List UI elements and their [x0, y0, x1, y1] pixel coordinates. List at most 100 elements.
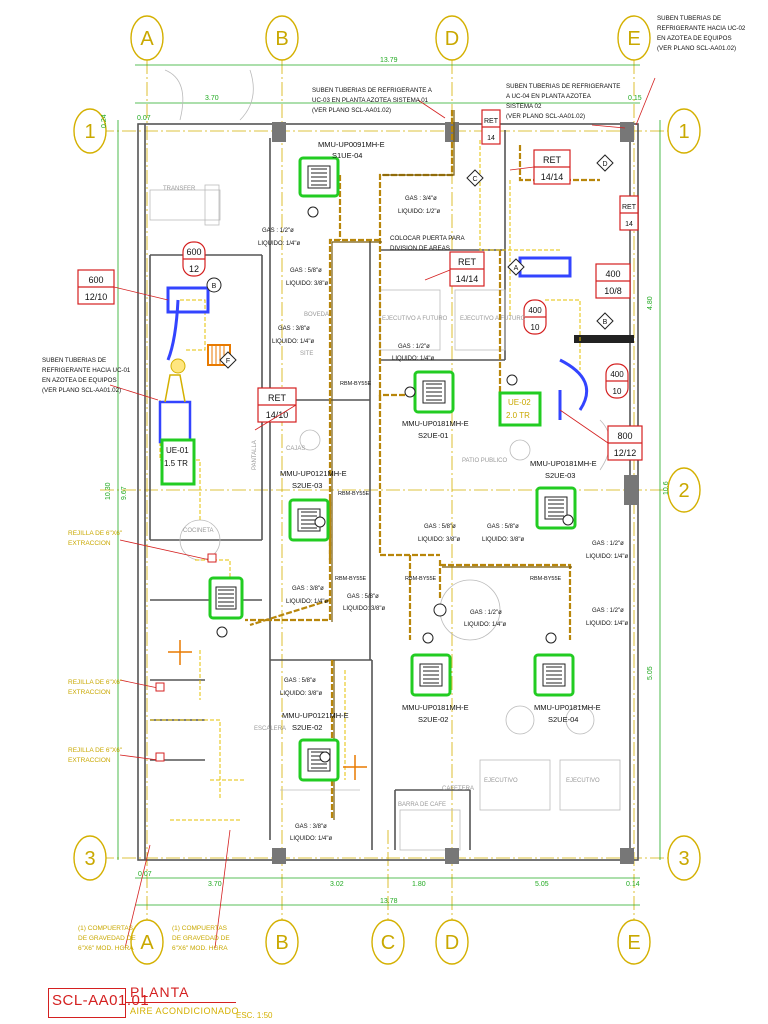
tag-600-bot: 12	[189, 264, 199, 274]
tag-ret1414a-top: RET	[543, 155, 562, 165]
thermostats	[216, 206, 574, 763]
room-transfer: TRANSFER	[163, 186, 196, 192]
note-uc01-3: EN AZOTEA DE EQUIPOS	[42, 377, 117, 384]
room-pantalla: PANTALLA	[252, 440, 258, 470]
grid-col-d-bot: D	[445, 932, 459, 954]
room-patio: PATIO PUBLICO	[462, 458, 507, 464]
grid-col-a-bot: A	[140, 932, 154, 954]
pipe-l14-a: LIQUIDO: 1/4"ø	[258, 241, 300, 247]
badge-b-left: B	[212, 283, 217, 290]
note-uc02-1: SUBEN TUBERIAS DE	[657, 15, 721, 22]
rejilla-1-a: REJILLA DE 6"X6"	[68, 530, 123, 537]
rbm-labels: RBM-BY55E RBM-BY55E RBM-BY55E RBM-BY55E …	[335, 381, 562, 582]
room-ejec-futuro-2: EJECUTIVO A FUTURO	[460, 316, 526, 322]
cassette-units	[208, 156, 577, 782]
refrigerant-piping-thin	[331, 110, 572, 820]
notes: SUBEN TUBERIAS DE REFRIGERANTE A UC-03 E…	[42, 15, 746, 394]
tag-ret1414a-bot: 14/14	[541, 172, 564, 182]
exhaust-arrows	[168, 640, 367, 780]
pipe-g34: GAS : 3/4"ø	[405, 196, 437, 202]
unit-1-tag: S1UE-04	[332, 151, 362, 160]
unit-7-tag: S2UE-04	[548, 715, 578, 724]
badge-f: F	[226, 358, 230, 365]
unit-4-model: MMU-UP0181MH-E	[530, 459, 597, 468]
equipment-labels: MMU-UP0091MH-E S1UE-04 MMU-UP0181MH-E S2…	[164, 140, 601, 732]
rbm-2: RBM-BY55E	[338, 491, 370, 497]
letter-badge-text: B F C D A B	[212, 161, 608, 365]
dim-bot-total: 13.78	[380, 898, 398, 905]
pipe-g58-a: GAS : 5/8"ø	[290, 268, 322, 274]
grid-col-a-top: A	[140, 28, 154, 50]
tag-400a-bot: 10	[531, 323, 540, 332]
ue-01-equipment	[158, 358, 196, 486]
dimension-texts: 13.79 3.70 0.15 0.24 0.07 10.30 9.67 4.8…	[101, 57, 670, 905]
grid-col-d-top: D	[445, 28, 459, 50]
note-uc04-2: A UC-04 EN PLANTA AZOTEA	[506, 93, 592, 100]
dim-left-top: 0.24	[101, 114, 108, 128]
room-site: SITE	[300, 351, 313, 357]
rbm-5: RBM-BY55E	[530, 576, 562, 582]
room-ejec-futuro-1: EJECUTIVO A FUTURO	[382, 316, 448, 322]
dim-right-low: 5.05	[647, 666, 654, 680]
cassette-s2ue-04	[533, 653, 575, 697]
grid-row-3-left: 3	[84, 848, 95, 870]
room-cocineta: COCINETA	[183, 528, 214, 534]
badge-c: C	[472, 176, 477, 183]
diffuser-orange	[207, 344, 231, 366]
comp1-2: DE GRAVEDAD DE	[78, 935, 136, 942]
room-ejecutivo-2: EJECUTIVO	[566, 778, 600, 784]
dim-top-a: 3.70	[205, 95, 219, 102]
pipe-g12-b: GAS : 1/2"ø	[398, 344, 430, 350]
leader-lines	[109, 77, 656, 949]
grid-col-c-bot: C	[381, 932, 395, 954]
dim-left-mid: 9.67	[121, 486, 128, 500]
dim-top-right: 0.15	[628, 95, 642, 102]
room-boveda: BOVEDA	[304, 312, 329, 318]
dimension-lines	[117, 64, 661, 906]
note-uc01-4: (VER PLANO SCL-AA01.02)	[42, 387, 121, 394]
unit-7-model: MMU-UP0181MH-E	[534, 703, 601, 712]
dim-bot-c: 3.02	[330, 881, 344, 888]
pipe-g12-d: GAS : 1/2"ø	[470, 610, 502, 616]
tag-400a-top: 400	[528, 306, 542, 315]
pipe-l38-d: LIQUIDO: 3/8"ø	[343, 606, 385, 612]
comp1-3: 6"X6" MOD. HGRA	[78, 945, 134, 952]
rejilla-markers	[155, 553, 217, 762]
unit-2-model: MMU-UP0181MH-E	[402, 419, 469, 428]
tag-800-bot: 12/12	[614, 448, 637, 458]
pipe-l14-c: LIQUIDO: 1/4"ø	[392, 356, 434, 362]
pipe-g38-b: GAS : 3/8"ø	[292, 586, 324, 592]
grid-col-b-top: B	[275, 28, 288, 50]
grid-col-e-top: E	[627, 28, 640, 50]
letter-badges	[206, 154, 614, 369]
ue01-cap: 1.5 TR	[164, 459, 188, 468]
cassette-s2ue-01	[413, 370, 455, 414]
note-puerta-2: DIVISION DE AREAS	[390, 245, 450, 252]
room-cafetera: CAFETERA	[442, 786, 474, 792]
note-uc02-3: EN AZOTEA DE EQUIPOS	[657, 35, 732, 42]
note-uc04-1: SUBEN TUBERIAS DE REFRIGERANTE	[506, 83, 620, 90]
unit-5-model: MMU-UP0121MH-E	[282, 711, 349, 720]
dim-left-total: 10.30	[105, 482, 112, 500]
pipe-l38-c: LIQUIDO: 3/8"ø	[482, 537, 524, 543]
tag-ret1414b-bot: 14/14	[456, 274, 479, 284]
unit-3-model: MMU-UP0121MH-E	[280, 469, 347, 478]
dim-bot-e: 5.05	[535, 881, 549, 888]
cassette-s2ue-02-left	[298, 738, 340, 782]
room-escalera: ESCALERA	[254, 726, 286, 732]
pipe-g58-d: GAS : 5/8"ø	[347, 594, 379, 600]
grid-col-e-bot: E	[627, 932, 640, 954]
ue02-tag: UE-02	[508, 398, 531, 407]
badge-d: D	[602, 161, 607, 168]
tag-400-108-bot: 10/8	[604, 286, 622, 296]
grid-row-2-right: 2	[678, 480, 689, 502]
ue-02-equipment	[498, 391, 542, 427]
pipe-l38-b: LIQUIDO: 3/8"ø	[418, 537, 460, 543]
note-uc04-3: SISTEMA 02	[506, 103, 542, 110]
room-cajas: CAJAS	[286, 446, 305, 452]
pipe-l12: LIQUIDO: 1/2"ø	[398, 209, 440, 215]
rejilla-labels: REJILLA DE 6"X6" EXTRACCION REJILLA DE 6…	[68, 530, 123, 764]
tag-box-texts: 600 12 600 12/10 RET 14/10 RET 14/14 RET…	[85, 118, 637, 458]
note-uc01-1: SUBEN TUBERIAS DE	[42, 357, 106, 364]
